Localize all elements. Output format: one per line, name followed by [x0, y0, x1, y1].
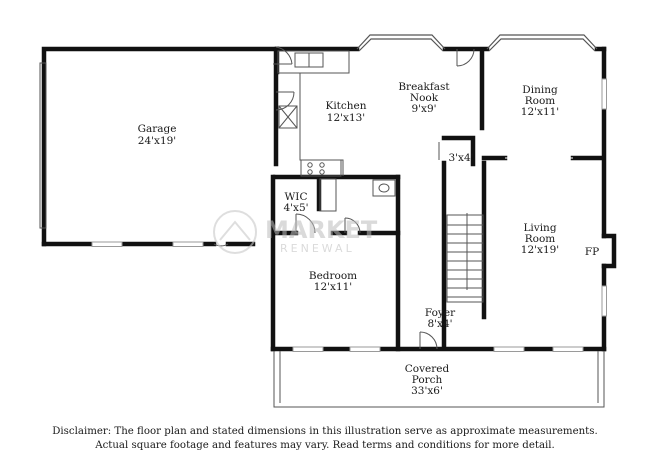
bay-windows: [356, 34, 598, 52]
closet-dim: 3'x4': [448, 152, 473, 164]
watermark-logo-icon: [213, 210, 257, 254]
watermark: MARKET RENEWAL: [213, 210, 378, 255]
dining-room-label-2: Room: [525, 95, 556, 107]
breakfast-nook-label-1: Breakfast: [398, 81, 450, 93]
covered-porch-label-2: Porch: [412, 374, 443, 386]
kitchen-dim: 12'x13': [327, 112, 365, 124]
dining-room-label-1: Dining: [522, 84, 558, 96]
watermark-line1: MARKET: [265, 216, 378, 244]
foyer-dim: 8'x4': [427, 318, 452, 330]
disclaimer-line1: Disclaimer: The floor plan and stated di…: [52, 426, 598, 437]
dining-room-dim: 12'x11': [521, 106, 559, 118]
kitchen-counter-top: [277, 50, 350, 74]
porch-outline: [273, 351, 605, 408]
watermark-line2: RENEWAL: [280, 242, 355, 255]
bedroom-label: Bedroom: [309, 270, 357, 282]
covered-porch-label-1: Covered: [405, 363, 450, 375]
living-room-dim: 12'x19': [521, 244, 559, 256]
room-labels: Garage 24'x19' Kitchen 12'x13' Breakfast…: [138, 81, 600, 397]
wic-label: WIC: [285, 191, 308, 203]
stair-treads: [447, 224, 483, 298]
breakfast-nook-dim: 9'x9': [411, 103, 436, 115]
breakfast-nook-label-2: Nook: [410, 92, 439, 104]
walls: [41, 46, 617, 352]
kitchen-label: Kitchen: [325, 100, 366, 112]
garage-dim: 24'x19': [138, 135, 176, 147]
foyer-label: Foyer: [425, 307, 456, 319]
garage-door: [39, 62, 47, 229]
kitchen-counter-left: [278, 72, 344, 176]
disclaimer-line2: Actual square footage and features may v…: [95, 440, 555, 451]
stove: [300, 159, 342, 177]
wic-dim: 4'x5': [283, 202, 308, 214]
living-room-label-2: Room: [525, 233, 556, 245]
stairs: [446, 214, 484, 303]
bedroom-dim: 12'x11': [314, 281, 352, 293]
doors: [213, 46, 573, 350]
bath-vanity: [372, 179, 396, 197]
garage-label: Garage: [138, 123, 177, 135]
disclaimer: Disclaimer: The floor plan and stated di…: [0, 425, 650, 453]
fireplace-label: FP: [585, 246, 599, 258]
fixtures: [39, 50, 605, 408]
windows: [91, 78, 607, 352]
bathtub: [319, 178, 337, 212]
covered-porch-dim: 33'x6': [411, 385, 443, 397]
living-room-label-1: Living: [523, 222, 556, 234]
